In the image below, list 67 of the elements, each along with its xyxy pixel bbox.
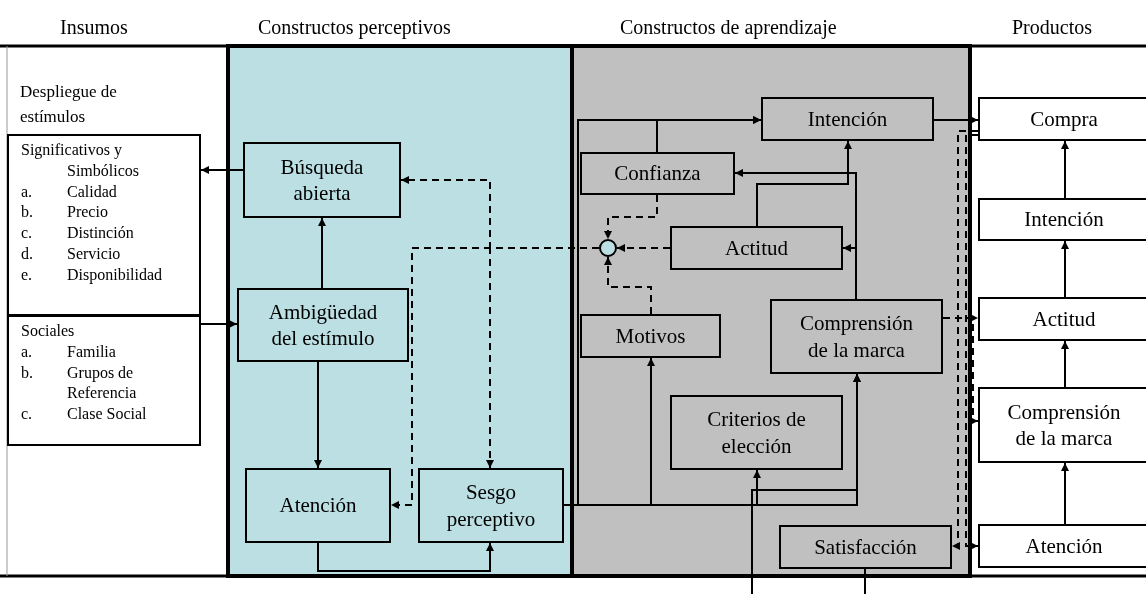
box-label: Actitud <box>1032 305 1096 333</box>
process-box <box>761 97 934 141</box>
arrow <box>1061 340 1069 388</box>
arrow <box>842 244 857 300</box>
process-box <box>418 468 564 543</box>
box-label: Actitud <box>725 234 788 262</box>
process-box <box>670 395 843 470</box>
column-heading: Productos <box>1012 16 1092 39</box>
column-heading: Constructos perceptivos <box>258 16 451 39</box>
arrow <box>1061 240 1069 298</box>
arrow <box>200 320 238 328</box>
box-label: Atención <box>1025 532 1103 560</box>
process-box <box>770 299 943 374</box>
box-label: Motivos <box>615 322 686 350</box>
column-heading: Insumos <box>60 16 128 39</box>
list-item: e. Disponibilidad <box>21 264 164 286</box>
process-box <box>670 226 843 270</box>
box-label: Atención <box>279 492 357 519</box>
list-item: b. Precio <box>21 202 109 223</box>
arrow <box>756 140 852 227</box>
process-box <box>978 97 1146 141</box>
arrow <box>933 116 979 124</box>
group-heading: Despliegue de estímulos <box>20 81 118 128</box>
arrow <box>751 373 861 594</box>
box-label: Comprensión de la marca <box>1006 398 1122 452</box>
box-label: Compra <box>1030 105 1098 133</box>
column-heading: Constructos de aprendizaje <box>620 16 837 39</box>
arrow <box>317 542 494 572</box>
process-box <box>245 468 391 543</box>
process-box <box>978 387 1146 463</box>
dashed-arrow <box>616 244 671 252</box>
box-label: Confianza <box>614 160 701 187</box>
arrow <box>318 217 326 289</box>
dashed-arrow <box>604 194 658 240</box>
arrow <box>200 166 244 174</box>
process-box <box>978 297 1146 341</box>
box-label: Comprensión de la marca <box>798 310 915 363</box>
process-box <box>580 314 721 358</box>
connector-line <box>864 568 866 594</box>
box-label: Búsqueda abierta <box>279 153 365 207</box>
list-item: d. Servicio <box>21 244 122 264</box>
box-label: Satisfacción <box>814 533 917 561</box>
list-item: c. Clase Social <box>21 404 148 425</box>
input-list-box <box>7 315 201 446</box>
process-box <box>978 198 1146 241</box>
dashed-arrow <box>951 130 979 550</box>
box-label: Ambigüedad del estímulo <box>267 298 379 352</box>
process-box <box>580 152 735 195</box>
dashed-arrow <box>604 256 652 315</box>
input-list-box <box>7 134 201 316</box>
arrow <box>314 361 322 469</box>
dashed-arrow <box>965 134 979 550</box>
box-label: Criterios de elección <box>706 406 807 459</box>
arrow <box>1061 140 1069 199</box>
process-box <box>237 288 409 362</box>
list-item: a. Familia <box>21 341 117 362</box>
box-label: Intención <box>807 105 888 133</box>
process-box <box>243 142 401 218</box>
box-label: Intención <box>1024 206 1104 233</box>
arrow <box>656 116 762 153</box>
process-box <box>978 524 1146 568</box>
arrow <box>1061 462 1069 525</box>
process-box <box>779 525 952 569</box>
list-heading: Sociales <box>21 321 76 341</box>
box-label: Sesgo perceptivo <box>445 479 537 532</box>
list-item: c. Distinción <box>21 223 135 244</box>
list-item: a. Calidad <box>21 181 118 202</box>
